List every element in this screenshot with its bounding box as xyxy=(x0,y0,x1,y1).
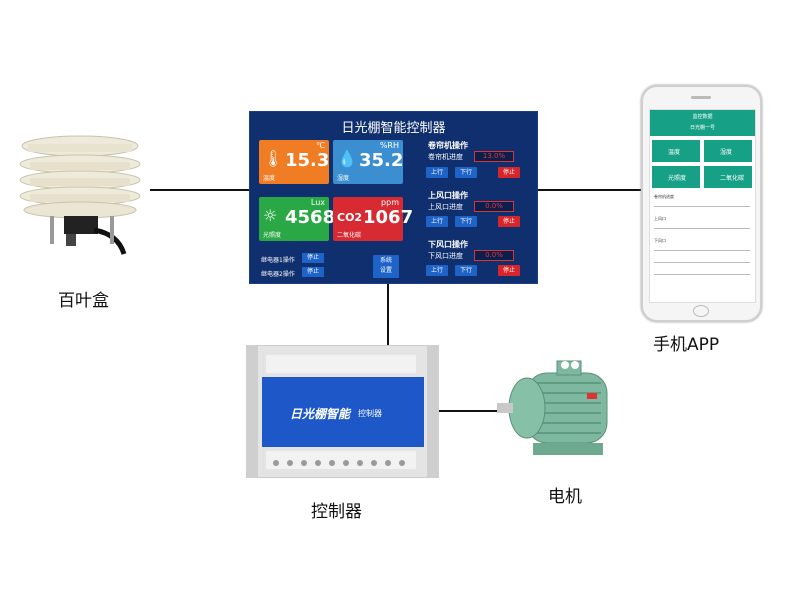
motor-image xyxy=(497,353,625,466)
phone-tile-humidity[interactable]: 湿度 xyxy=(704,140,752,162)
thermometer-icon: 🌡 xyxy=(263,149,284,168)
roller-stop-button[interactable]: 停止 xyxy=(498,167,520,178)
roller-progress-value: 13.0% xyxy=(474,151,514,162)
lower-vent-up-button[interactable]: 上行 xyxy=(426,265,448,276)
screen-title: 日光棚智能控制器 xyxy=(341,121,446,136)
upper-vent-up-button[interactable]: 上行 xyxy=(426,216,448,227)
phone-row-upper: 上风口 xyxy=(654,216,666,221)
phone-screen: 监控数据 日光棚一号 温度 湿度 光照度 二氧化碳 卷帘机进度 上风口 下风口 xyxy=(649,109,756,303)
phone-tile-co2[interactable]: 二氧化碳 xyxy=(704,166,752,188)
phone-row-roller: 卷帘机进度 xyxy=(654,194,674,199)
roller-up-button[interactable]: 上行 xyxy=(426,167,448,178)
upper-vent-progress-label: 上风口进度 xyxy=(428,203,463,211)
relay1-stop-button[interactable]: 停止 xyxy=(302,253,324,263)
phone-header: 监控数据 日光棚一号 xyxy=(650,110,755,136)
phone-slider-3 xyxy=(654,250,750,251)
shutter-box-label: 百叶盒 xyxy=(58,291,109,311)
phone-speaker xyxy=(691,96,711,99)
controller-model: 控制器 xyxy=(358,409,382,418)
upper-vent-stop-button[interactable]: 停止 xyxy=(498,216,520,227)
lower-vent-section-title: 下风口操作 xyxy=(428,240,468,249)
phone-slider-2 xyxy=(654,228,750,229)
link-screen-phone xyxy=(536,189,644,191)
light-tile: ☼ 4568 Lux 光照度 xyxy=(259,197,335,241)
roller-down-button[interactable]: 下行 xyxy=(455,167,477,178)
phone-tile-light[interactable]: 光照度 xyxy=(652,166,700,188)
phone-slider-5 xyxy=(654,274,750,275)
humidity-tile: 💧 35.2 %RH 湿度 xyxy=(333,140,403,184)
link-box-screen xyxy=(150,189,250,191)
humidity-icon: 💧 xyxy=(337,149,357,168)
controller-screen: 日光棚智能控制器 🌡 15.3 ℃ 温度 💧 35.2 %RH 湿度 ☼ 456… xyxy=(249,111,538,284)
sun-icon: ☼ xyxy=(263,206,278,225)
controller-module-image: 日光棚智能 控制器 xyxy=(245,344,440,479)
phone-row-lower: 下风口 xyxy=(654,238,666,243)
temperature-tile: 🌡 15.3 ℃ 温度 xyxy=(259,140,329,184)
relay2-label: 继电器2操作 xyxy=(261,271,295,278)
motor-label: 电机 xyxy=(548,487,582,507)
phone-tile-temp[interactable]: 温度 xyxy=(652,140,700,162)
controller-label: 控制器 xyxy=(311,502,362,522)
lower-vent-down-button[interactable]: 下行 xyxy=(455,265,477,276)
co2-icon: CO2 xyxy=(337,211,363,224)
settings-button[interactable]: 系统 设置 xyxy=(373,255,399,278)
upper-vent-progress-value: 0.0% xyxy=(474,201,514,212)
lower-vent-progress-value: 0.0% xyxy=(474,250,514,261)
link-controller-motor xyxy=(438,410,514,412)
phone-slider-1 xyxy=(654,206,750,207)
co2-tile: CO2 1067 ppm 二氧化碳 xyxy=(333,197,413,241)
upper-vent-section-title: 上风口操作 xyxy=(428,191,468,200)
controller-brand: 日光棚智能 xyxy=(290,407,351,421)
shutter-box-image xyxy=(14,130,156,258)
phone-app-label: 手机APP xyxy=(653,335,720,355)
roller-section-title: 卷帘机操作 xyxy=(428,141,468,150)
upper-vent-down-button[interactable]: 下行 xyxy=(455,216,477,227)
phone-home-button xyxy=(693,305,709,317)
link-screen-controller xyxy=(387,282,389,348)
relay2-stop-button[interactable]: 停止 xyxy=(302,267,324,277)
lower-vent-stop-button[interactable]: 停止 xyxy=(498,265,520,276)
relay1-label: 继电器1操作 xyxy=(261,257,295,264)
phone-slider-4 xyxy=(654,262,750,263)
phone-device: 监控数据 日光棚一号 温度 湿度 光照度 二氧化碳 卷帘机进度 上风口 下风口 xyxy=(641,85,762,322)
lower-vent-progress-label: 下风口进度 xyxy=(428,252,463,260)
roller-progress-label: 卷帘机进度 xyxy=(428,153,463,161)
